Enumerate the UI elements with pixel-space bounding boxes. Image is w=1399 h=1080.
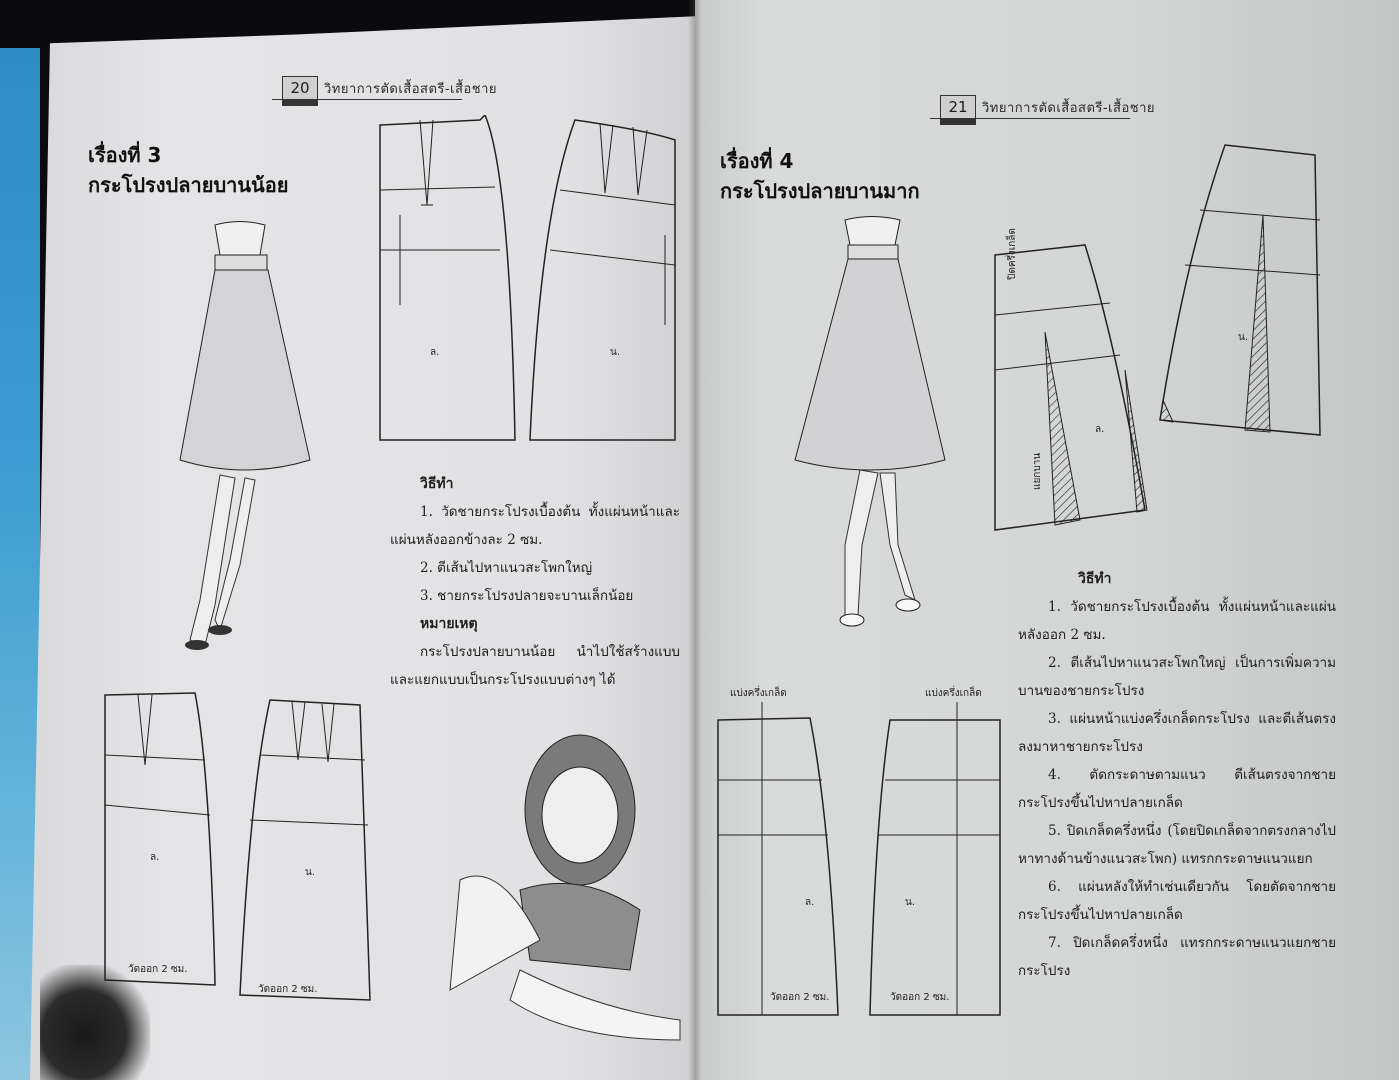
front-piece-label: น. bbox=[610, 347, 620, 358]
basic-skirt-pattern-top: ล. น. bbox=[375, 115, 695, 445]
back-piece-label: ล. bbox=[805, 897, 814, 908]
method-step: 6. แผ่นหลังให้ทำเช่นเดียวกัน โดยตัดจากชา… bbox=[1018, 879, 1336, 923]
right-running-header: 21 วิทยาการตัดเสื้อสตรี-เสื้อชาย bbox=[940, 95, 1155, 125]
method-step: 7. ปิดเกล็ดครึ่งหนึ่ง แทรกกระดาษแนวแยกชา… bbox=[1018, 935, 1336, 979]
girl-illustration bbox=[420, 710, 690, 1050]
right-page bbox=[695, 0, 1399, 1080]
flare-split-label: แยกบาน bbox=[1032, 453, 1043, 490]
lesson-label: เรื่องที่ 3 bbox=[88, 143, 162, 167]
split-dart-label: แบ่งครึ่งเกล็ด bbox=[730, 685, 787, 699]
measure-out-label: วัดออก 2 ซม. bbox=[770, 992, 829, 1003]
left-running-header: 20 วิทยาการตัดเสื้อสตรี-เสื้อชาย bbox=[282, 76, 497, 106]
front-piece-label: น. bbox=[1238, 332, 1248, 343]
lesson-title-4: เรื่องที่ 4 กระโปรงปลายบานมาก bbox=[720, 146, 920, 206]
method-step: 1. วัดชายกระโปรงเบื้องต้น ทั้งแผ่นหน้าแล… bbox=[1018, 599, 1336, 643]
header-rule bbox=[272, 99, 462, 100]
method-step: 5. ปิดเกล็ดครึ่งหนึ่ง (โดยปิดเกล็ดจากตรง… bbox=[1018, 823, 1336, 867]
book-gutter bbox=[688, 0, 702, 1080]
front-piece-label: น. bbox=[305, 867, 315, 878]
front-piece-label: น. bbox=[905, 897, 915, 908]
close-half-dart-label: ปิดครึ่งเกล็ด bbox=[1004, 228, 1018, 281]
method-step: 2. ตีเส้นไปหาแนวสะโพกใหญ่ เป็นการเพิ่มคว… bbox=[1018, 655, 1336, 699]
method-section-lesson-4: วิธีทำ 1. วัดชายกระโปรงเบื้องต้น ทั้งแผ่… bbox=[1018, 565, 1336, 985]
method-step: 2. ตีเส้นไปหาแนวสะโพกใหญ่ bbox=[420, 560, 593, 576]
flared-skirt-pattern-bottom: แบ่งครึ่งเกล็ด แบ่งครึ่งเกล็ด ล. วัดออก … bbox=[710, 680, 1010, 1025]
method-step: 1. วัดชายกระโปรงเบื้องต้น ทั้งแผ่นหน้าแล… bbox=[390, 504, 680, 548]
header-rule bbox=[930, 118, 1130, 119]
back-piece-label: ล. bbox=[430, 347, 439, 358]
split-dart-label: แบ่งครึ่งเกล็ด bbox=[925, 685, 982, 699]
note-text: กระโปรงปลายบานน้อย นำไปใช้สร้างแบบและแยก… bbox=[390, 644, 680, 688]
note-heading: หมายเหตุ bbox=[420, 616, 478, 632]
back-piece-label: ล. bbox=[1095, 424, 1104, 435]
measure-out-label: วัดออก 2 ซม. bbox=[258, 984, 317, 995]
method-step: 3. ชายกระโปรงปลายจะบานเล็กน้อย bbox=[420, 588, 634, 604]
lesson-label: เรื่องที่ 4 bbox=[720, 149, 794, 173]
running-title: วิทยาการตัดเสื้อสตรี-เสื้อชาย bbox=[324, 81, 497, 97]
method-step: 3. แผ่นหน้าแบ่งครึ่งเกล็ดกระโปรง และตีเส… bbox=[1018, 711, 1336, 755]
page-number: 20 bbox=[282, 76, 318, 106]
skirt-illustration-wide-flare bbox=[790, 215, 960, 655]
method-section-lesson-3: วิธีทำ 1. วัดชายกระโปรงเบื้องต้น ทั้งแผ่… bbox=[390, 470, 680, 694]
basic-skirt-pattern-bottom: ล. วัดออก 2 ซม. น. วัดออก 2 ซม. bbox=[100, 690, 380, 1010]
page-number: 21 bbox=[940, 95, 976, 125]
skirt-illustration-slight-flare bbox=[160, 220, 330, 670]
flared-skirt-pattern-top: ปิดครึ่งเกล็ด แยกบาน ล. น. bbox=[985, 140, 1355, 540]
method-heading: วิธีทำ bbox=[420, 476, 454, 492]
running-title: วิทยาการตัดเสื้อสตรี-เสื้อชาย bbox=[982, 100, 1155, 116]
finger-shadow bbox=[40, 965, 150, 1080]
measure-out-label: วัดออก 2 ซม. bbox=[890, 992, 949, 1003]
lesson-name: กระโปรงปลายบานมาก bbox=[720, 179, 920, 203]
lesson-title-3: เรื่องที่ 3 กระโปรงปลายบานน้อย bbox=[88, 140, 288, 200]
lesson-name: กระโปรงปลายบานน้อย bbox=[88, 173, 289, 197]
measure-out-label: วัดออก 2 ซม. bbox=[128, 964, 187, 975]
method-heading: วิธีทำ bbox=[1078, 571, 1112, 587]
back-piece-label: ล. bbox=[150, 852, 159, 863]
method-step: 4. ตัดกระดาษตามแนว ตีเส้นตรงจากชาย กระโป… bbox=[1018, 767, 1336, 811]
